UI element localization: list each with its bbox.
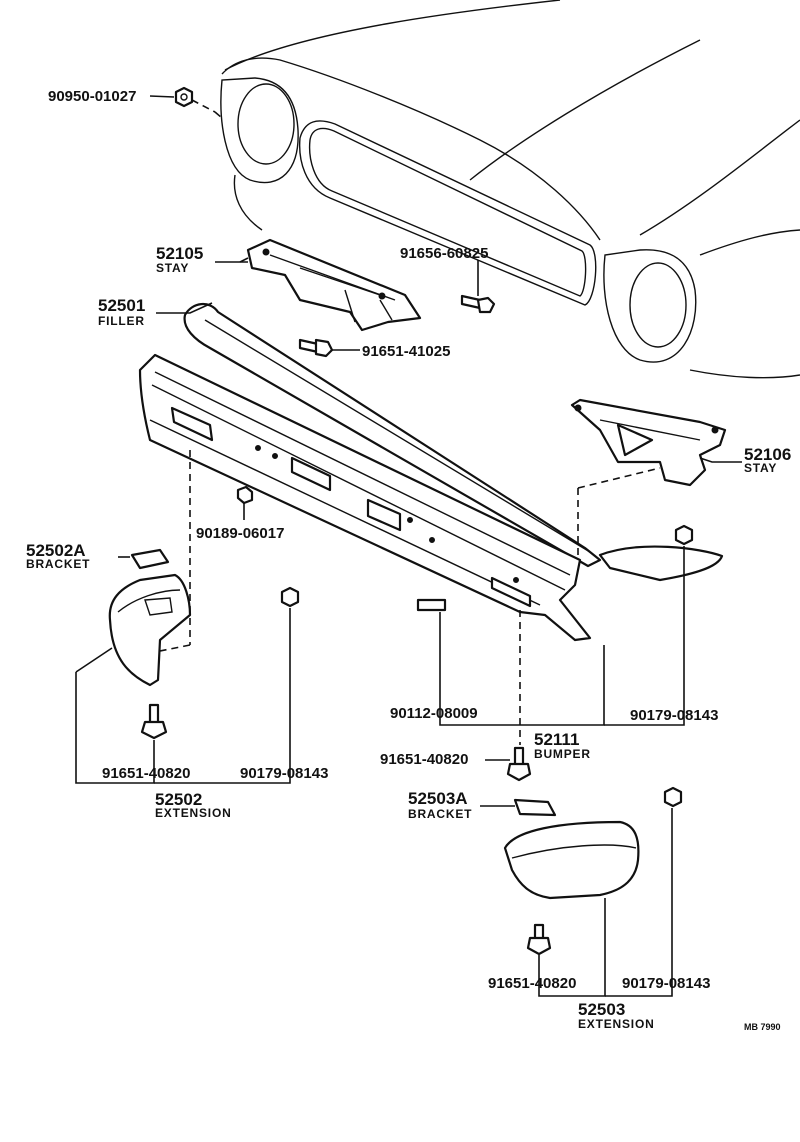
extension-52502-part (108, 573, 192, 687)
left-headlight (220, 77, 299, 184)
grille (298, 120, 597, 306)
label-52105: 52105 (156, 244, 203, 263)
label-52502a-name: BRACKET (26, 557, 90, 571)
label-91651-41025: 91651-41025 (362, 343, 450, 360)
label-52502: 52502 (155, 790, 202, 809)
labels: 90950-01027 52105 STAY 91656-60825 52501… (26, 88, 791, 1032)
bracket-52503a-part (513, 798, 557, 817)
label-91651-40820-center: 91651-40820 (380, 751, 468, 768)
label-52106-name: STAY (744, 461, 777, 475)
label-91651-40820-lower: 91651-40820 (488, 975, 576, 992)
label-90179-08143-lower: 90179-08143 (622, 975, 710, 992)
label-52502-name: EXTENSION (155, 806, 232, 820)
label-52106: 52106 (744, 445, 791, 464)
car-front-body (220, 0, 800, 379)
extension-52503-part (503, 820, 640, 900)
label-90950-01027: 90950-01027 (48, 88, 136, 105)
label-90179-08143-right: 90179-08143 (630, 707, 718, 724)
bracket-52502a-part (130, 548, 170, 570)
drawing-code: MB 7990 (744, 1022, 781, 1032)
leader-lines (75, 95, 742, 997)
filler-52501-part (183, 303, 602, 568)
label-90189-06017: 90189-06017 (196, 525, 284, 542)
label-91656-60825: 91656-60825 (400, 245, 488, 262)
label-52111: 52111 (534, 730, 579, 749)
label-52503-name: EXTENSION (578, 1017, 655, 1031)
label-90112-08009: 90112-08009 (390, 705, 478, 722)
label-52111-name: BUMPER (534, 747, 591, 761)
stay-52105-part (246, 238, 422, 332)
stay-52106-part (570, 398, 727, 487)
label-91651-40820-left: 91651-40820 (102, 765, 190, 782)
right-headlight (603, 249, 697, 363)
label-90179-08143-left: 90179-08143 (240, 765, 328, 782)
label-52503a-name: BRACKET (408, 807, 472, 821)
label-52501-name: FILLER (98, 314, 145, 328)
label-52502a: 52502A (26, 541, 86, 560)
bumper-52111-part (138, 353, 724, 642)
label-52501: 52501 (98, 296, 145, 315)
label-52105-name: STAY (156, 261, 189, 275)
label-52503a: 52503A (408, 789, 468, 808)
fasteners (140, 86, 694, 956)
label-52503: 52503 (578, 1000, 625, 1019)
